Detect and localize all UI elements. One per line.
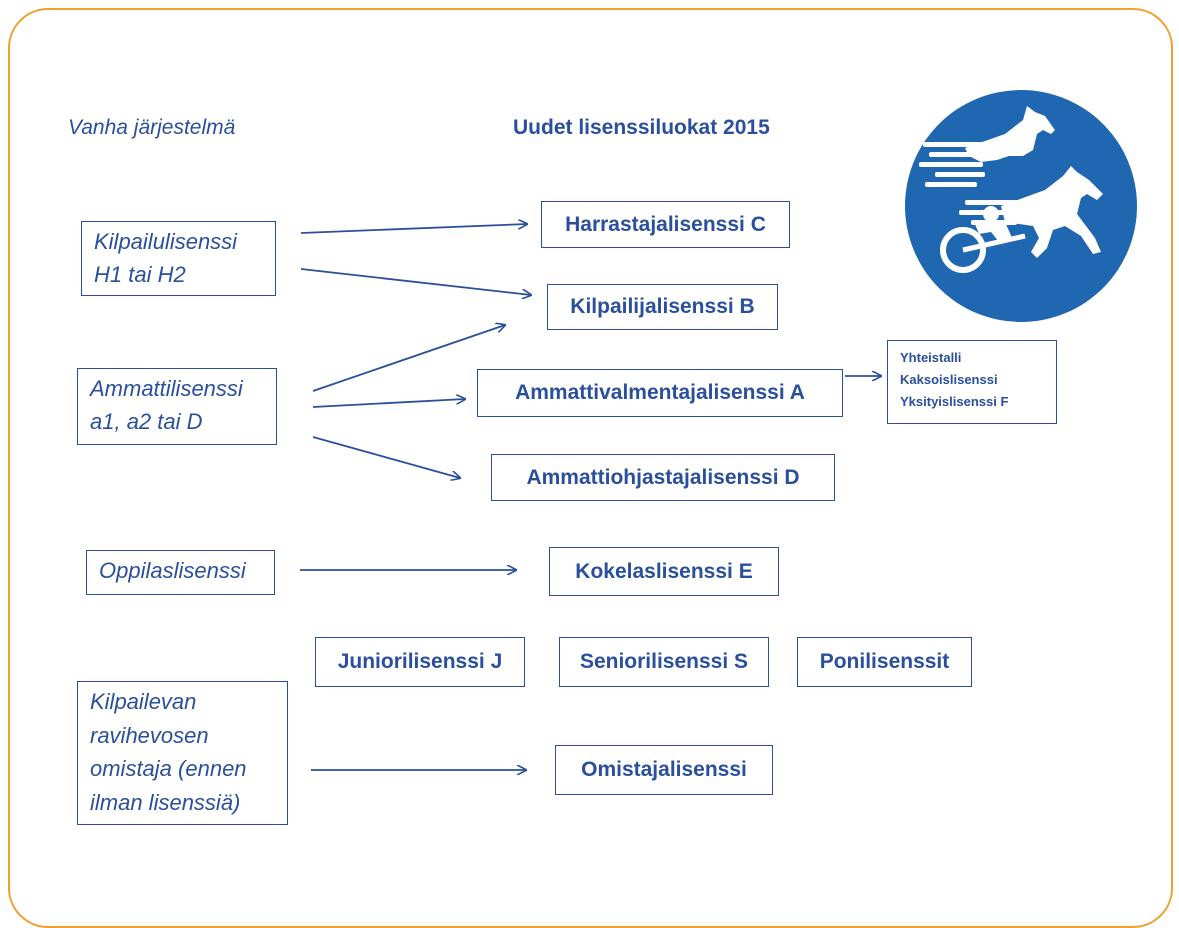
sub-box-line: Yksityislisenssi F bbox=[900, 394, 1009, 409]
old-box-line: Kilpailevan bbox=[90, 689, 197, 714]
old-box-kilpailulisenssi: Kilpailulisenssi H1 tai H2 bbox=[81, 221, 276, 296]
sub-box-line: Kaksoislisenssi bbox=[900, 372, 998, 387]
arrow-kilpailu-to-harrastaja bbox=[300, 224, 527, 234]
arrow-ammatti-to-ohjastaja bbox=[312, 436, 460, 478]
arrow-kilpailu-to-kilpailija bbox=[300, 268, 531, 295]
new-box-junior: Juniorilisenssi J bbox=[315, 637, 525, 687]
new-box-omistaja: Omistajalisenssi bbox=[555, 745, 773, 795]
new-box-senior: Seniorilisenssi S bbox=[559, 637, 769, 687]
old-box-oppilaslisenssi: Oppilaslisenssi bbox=[86, 550, 275, 595]
new-box-kokelas: Kokelaslisenssi E bbox=[549, 547, 779, 596]
old-box-line: H1 tai H2 bbox=[94, 262, 186, 287]
sub-box-line: Yhteistalli bbox=[900, 350, 962, 365]
new-box-kilpailija: Kilpailijalisenssi B bbox=[547, 284, 778, 330]
old-box-line: omistaja (ennen bbox=[90, 756, 247, 781]
new-box-ammattiohjastaja: Ammattiohjastajalisenssi D bbox=[491, 454, 835, 501]
new-box-harrastaja: Harrastajalisenssi C bbox=[541, 201, 790, 248]
arrow-ammatti-to-kilpailija bbox=[312, 325, 505, 392]
arrow-ammatti-to-valmentaja bbox=[312, 399, 465, 408]
old-box-line: ilman lisenssiä) bbox=[90, 789, 241, 815]
new-box-poni: Ponilisenssit bbox=[797, 637, 972, 687]
trotting-horse-logo-icon bbox=[905, 90, 1137, 322]
old-box-ammattilisenssi: Ammattilisenssi a1, a2 tai D bbox=[77, 368, 277, 445]
sub-box-licenses: Yhteistalli Kaksoislisenssi Yksityislise… bbox=[887, 340, 1057, 424]
old-box-line: Kilpailulisenssi bbox=[94, 229, 238, 254]
old-system-heading: Vanha järjestelmä bbox=[68, 116, 236, 139]
old-box-line: Ammattilisenssi bbox=[90, 376, 243, 401]
old-box-line: a1, a2 tai D bbox=[90, 409, 203, 434]
new-box-ammattivalmentaja: Ammattivalmentajalisenssi A bbox=[477, 369, 843, 417]
new-classes-heading: Uudet lisenssiluokat 2015 bbox=[513, 116, 770, 139]
old-box-omistaja: Kilpailevan ravihevosen omistaja (ennen … bbox=[77, 681, 288, 825]
old-box-line: Oppilaslisenssi bbox=[99, 558, 246, 583]
old-box-line: ravihevosen bbox=[90, 722, 209, 748]
